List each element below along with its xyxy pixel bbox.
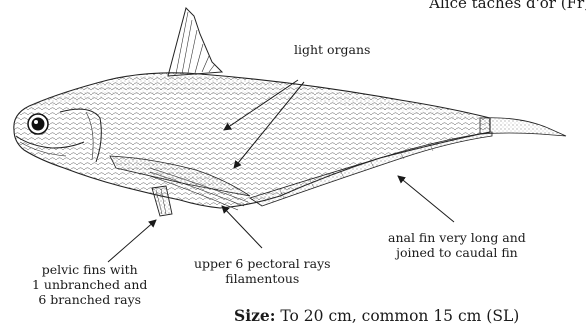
size-label: Size:	[234, 306, 275, 325]
label-pelvic-line3: 6 branched rays	[32, 292, 147, 307]
arrow-pelvic-fins	[108, 220, 156, 262]
label-pelvic-line1: pelvic fins with	[32, 262, 147, 277]
label-pectoral-line2: filamentous	[194, 271, 331, 286]
arrow-anal-fin	[398, 176, 454, 222]
label-pectoral-line1: upper 6 pectoral rays	[194, 256, 331, 271]
label-pelvic-fins: pelvic fins with 1 unbranched and 6 bran…	[32, 262, 147, 307]
size-text: To 20 cm, common 15 cm (SL)	[275, 307, 519, 325]
label-anal-fin: anal fin very long and joined to caudal …	[388, 230, 526, 260]
caudal-fin	[480, 118, 566, 136]
size-caption: Size: To 20 cm, common 15 cm (SL)	[234, 306, 519, 325]
label-pelvic-line2: 1 unbranched and	[32, 277, 147, 292]
label-light-organs-text: light organs	[294, 42, 370, 57]
label-pectoral-rays: upper 6 pectoral rays filamentous	[194, 256, 331, 286]
label-anal-fin-line2: joined to caudal fin	[388, 245, 526, 260]
label-anal-fin-line1: anal fin very long and	[388, 230, 526, 245]
common-name: Alice taches d'or (Fr)	[429, 0, 586, 12]
arrow-pectoral-rays	[222, 206, 262, 248]
label-light-organs: light organs	[294, 42, 370, 57]
